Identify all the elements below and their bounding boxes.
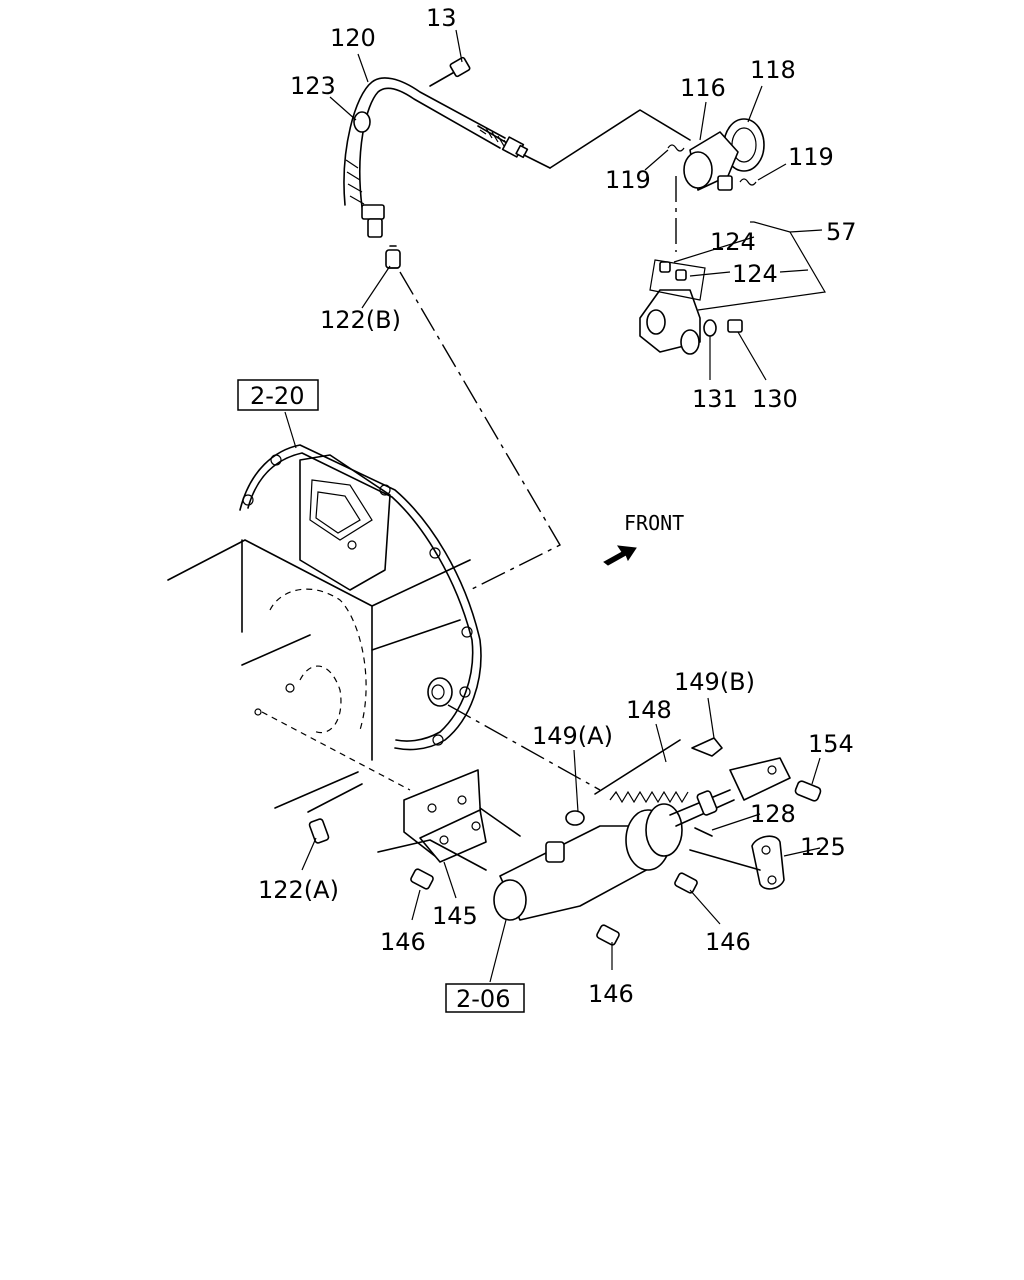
fitting-122b [385, 245, 401, 269]
ref-label-2-20: 2-20 [250, 382, 304, 410]
label-57: 57 [826, 218, 857, 246]
label-125: 125 [800, 833, 846, 861]
slave-cylinder-group [377, 737, 822, 946]
ref-box-2-06 [445, 983, 525, 1013]
ref-box-2-20 [237, 379, 319, 411]
label-130: 130 [752, 385, 798, 413]
label-122b: 122(B) [320, 306, 401, 334]
label-119-left: 119 [605, 166, 651, 194]
front-label: FRONT [624, 511, 684, 535]
fitting-122a [308, 818, 330, 844]
label-146-right: 146 [705, 928, 751, 956]
release-bearing-group [523, 109, 765, 355]
label-146-bottom: 146 [588, 980, 634, 1008]
label-145: 145 [432, 902, 478, 930]
label-122a: 122(A) [258, 876, 339, 904]
label-13: 13 [426, 4, 457, 32]
label-149a: 149(A) [532, 722, 613, 750]
label-146-left: 146 [380, 928, 426, 956]
label-154: 154 [808, 730, 854, 758]
label-123: 123 [290, 72, 336, 100]
label-124-upper: 124 [710, 228, 756, 256]
label-120: 120 [330, 24, 376, 52]
ref-label-2-06: 2-06 [456, 985, 510, 1013]
label-124-lower: 124 [732, 260, 778, 288]
leader-lines [284, 29, 826, 983]
clutch-hose-pipe [343, 56, 529, 238]
label-119-right: 119 [788, 143, 834, 171]
clutch-housing [167, 444, 482, 813]
label-148: 148 [626, 696, 672, 724]
label-118: 118 [750, 56, 796, 84]
label-131: 131 [692, 385, 738, 413]
label-149b: 149(B) [674, 668, 755, 696]
label-116: 116 [680, 74, 726, 102]
label-128: 128 [750, 800, 796, 828]
front-arrow-icon [603, 545, 637, 566]
